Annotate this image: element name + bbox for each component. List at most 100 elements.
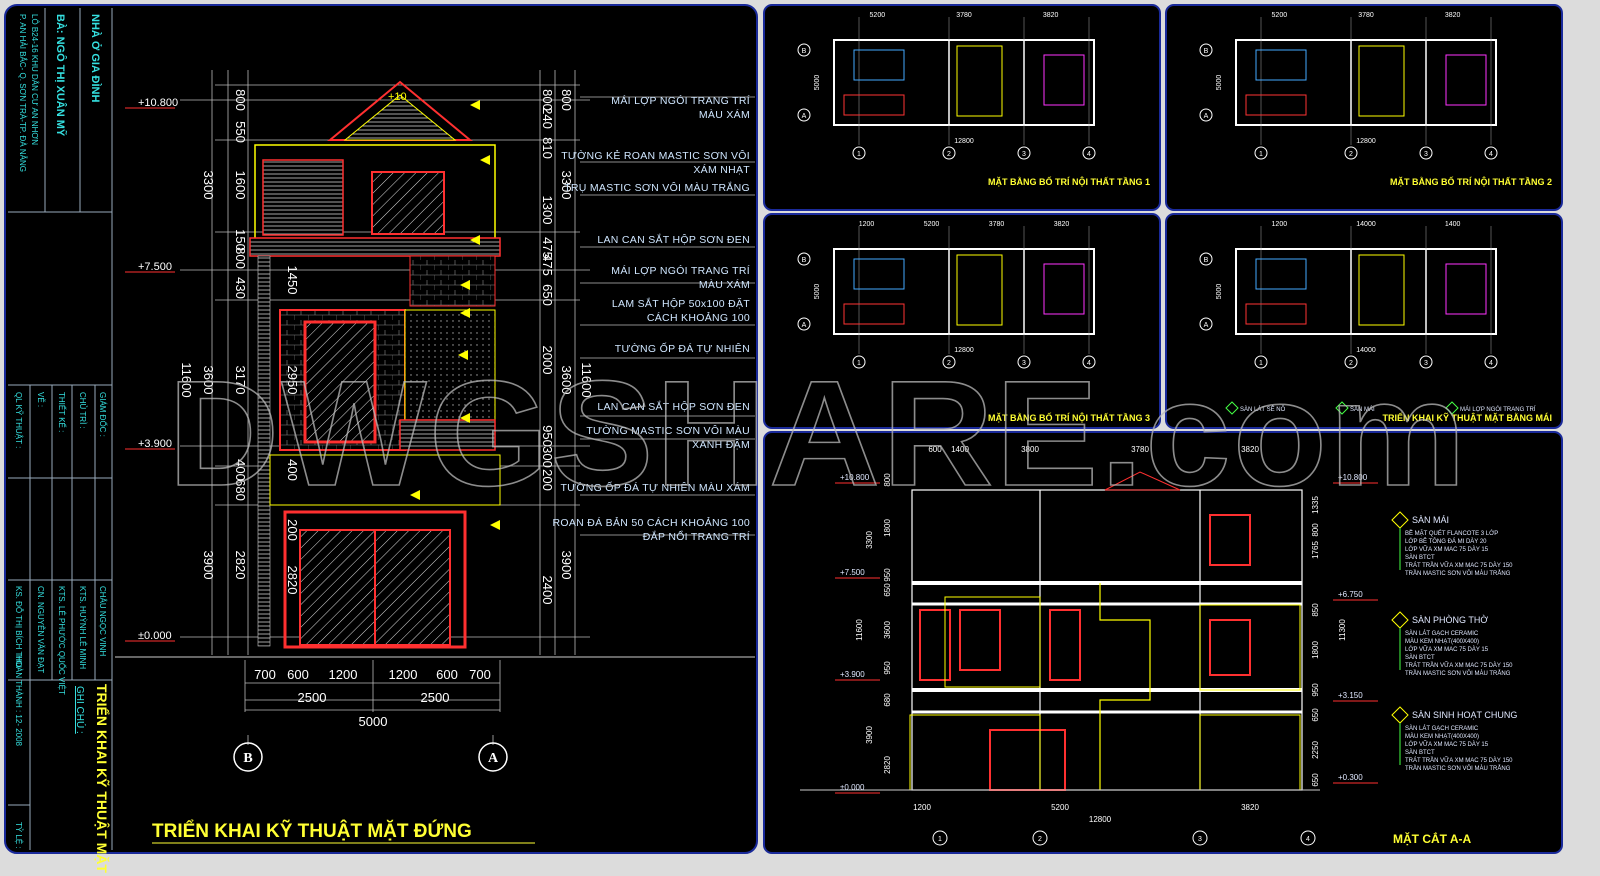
dimension-label: 12800	[1089, 815, 1112, 824]
grid-bubble	[1199, 108, 1213, 122]
grid-label: 2	[1349, 360, 1353, 367]
name-director: CHÂU NGỌC VINH	[98, 586, 107, 656]
grid-label: 3	[1022, 151, 1026, 158]
grid-axis-a: A	[478, 742, 508, 772]
annotation-label: TRỤ MASTIC SƠN VÔI MÀU TRẮNG	[564, 181, 750, 194]
plan-panel-floor2	[1165, 4, 1563, 211]
dimension-label: 950	[883, 661, 892, 675]
floor-layer: MÀU KEM NHẠT(400X400)	[1405, 733, 1479, 740]
annotation-label: ĐẮP NỔI TRANG TRÍ	[643, 530, 750, 543]
dimension-label: 3820	[1445, 12, 1461, 19]
dimension-label: 5000	[814, 284, 821, 300]
grid-bubble	[1254, 146, 1268, 160]
floor-layer: TRÁT TRẦN VỮA XM MAC 75 DÀY 150	[1405, 757, 1513, 764]
floor-layer: MÀU KEM NHẠT(400X400)	[1405, 638, 1479, 645]
grid-label: 2	[947, 360, 951, 367]
grid-bubble	[1082, 146, 1096, 160]
grid-label: 2	[1349, 151, 1353, 158]
grid-bubble	[797, 317, 811, 331]
grid-bubble	[1484, 355, 1498, 369]
dimension-label: 12800	[954, 138, 974, 145]
floor-layer: SÀN LÁT GẠCH CERAMIC	[1405, 725, 1479, 732]
floor-layer: LỚP BÊ TÔNG ĐÁ MI DÀY 20	[1405, 537, 1487, 545]
grid-bubble	[1300, 830, 1316, 846]
dimension-label: 3600	[883, 621, 892, 639]
dimension-label: 11600	[855, 619, 864, 641]
annotation-label: LAM SẮT HỘP 50x100 ĐẶT	[612, 297, 750, 310]
dimension-label: 800	[1311, 523, 1320, 537]
dimension-label: 5000	[1216, 75, 1223, 91]
dimension-label: 800	[233, 89, 248, 111]
grid-label: 4	[1306, 836, 1310, 843]
grid-label: 3	[1022, 360, 1026, 367]
level-mark: +6.750	[1338, 590, 1363, 599]
grid-bubble	[942, 146, 956, 160]
dimension-label: 1600	[233, 171, 248, 200]
grid-label: 1	[1259, 360, 1263, 367]
role-director: GIÁM ĐỐC :	[98, 392, 108, 437]
grid-bubble	[797, 108, 811, 122]
svg-text:A: A	[488, 751, 499, 766]
dimension-label: 2820	[883, 756, 892, 774]
dimension-label: 3780	[1358, 12, 1374, 19]
elevation-levels: +10.800 +7.500 +3.900 ±0.000	[125, 97, 178, 642]
floor-name: SÀN MÁI	[1412, 515, 1449, 525]
address-line-1: LÔ B24-16 KHU DÂN CƯ AN NHƠN	[30, 14, 39, 145]
floor-tag-icon	[1391, 611, 1409, 629]
dimension-label: 11600	[179, 362, 194, 397]
dimension-label: 11600	[579, 362, 594, 397]
plan-panel-floor1	[763, 4, 1161, 211]
svg-text:B: B	[243, 751, 252, 766]
dimension-label: 300	[540, 446, 555, 468]
floor-tag-icon	[1391, 511, 1409, 529]
dimension-label: 3900	[865, 726, 874, 744]
grid-bubble	[932, 830, 948, 846]
floor-layer: TRÁT TRẦN VỮA XM MAC 75 DÀY 150	[1405, 662, 1513, 669]
dimension-label: 200	[285, 519, 300, 541]
floor-layer: SÀN BTCT	[1405, 554, 1435, 561]
dimension-label: 1335	[1311, 496, 1320, 514]
dimension-label: 700	[254, 667, 276, 682]
owner-name: BÀ: NGÔ THỊ XUÂN MỸ	[54, 14, 67, 137]
floor-tag-icon	[1391, 706, 1409, 724]
elevation-drawing: +10	[115, 70, 755, 745]
annotation-label: LAN CAN SẮT HỘP SƠN ĐEN	[597, 233, 750, 246]
annotation-label: XÁM NHẠT	[693, 163, 750, 176]
annotation-label: TƯỜNG ỐP ĐÁ TỰ NHIÊN	[615, 341, 750, 355]
dimension-label: 1200	[389, 667, 418, 682]
dimension-label: 2820	[233, 551, 248, 580]
level-mark: +10.800	[138, 97, 178, 109]
dimension-label: 680	[233, 479, 248, 501]
level-mark: +7.500	[138, 261, 172, 273]
grid-label: 2	[947, 151, 951, 158]
dimension-label: 150	[233, 229, 248, 251]
dimension-label: 950	[1311, 683, 1320, 697]
grid-bubble	[1017, 355, 1031, 369]
dimension-label: 5000	[1216, 284, 1223, 300]
dimension-label: 3900	[559, 551, 574, 580]
dimension-label: 600	[436, 667, 458, 682]
dimension-label: 5200	[870, 12, 886, 19]
dimension-label: 2250	[1311, 741, 1320, 759]
annotation-label: MÁI LỢP NGÓI TRANG TRÍ	[611, 94, 750, 107]
dimension-label: 430	[233, 277, 248, 299]
plan-panel-roof	[1165, 213, 1563, 429]
grid-label: 1	[857, 360, 861, 367]
dimension-label: 3170	[233, 366, 248, 395]
name-qc: KS. ĐỖ THỊ BÍCH THU	[14, 586, 23, 668]
dimension-label: 3900	[201, 551, 216, 580]
grid-label: 1	[857, 151, 861, 158]
level-mark: +3.150	[1338, 691, 1363, 700]
grid-label: 1	[1259, 151, 1263, 158]
role-designer: THIẾT KẾ :	[57, 392, 67, 432]
dimension-label: 2820	[285, 566, 300, 595]
dimension-label: 3780	[956, 12, 972, 19]
dimension-label: 14000	[1356, 221, 1376, 228]
grid-label: 3	[1424, 360, 1428, 367]
